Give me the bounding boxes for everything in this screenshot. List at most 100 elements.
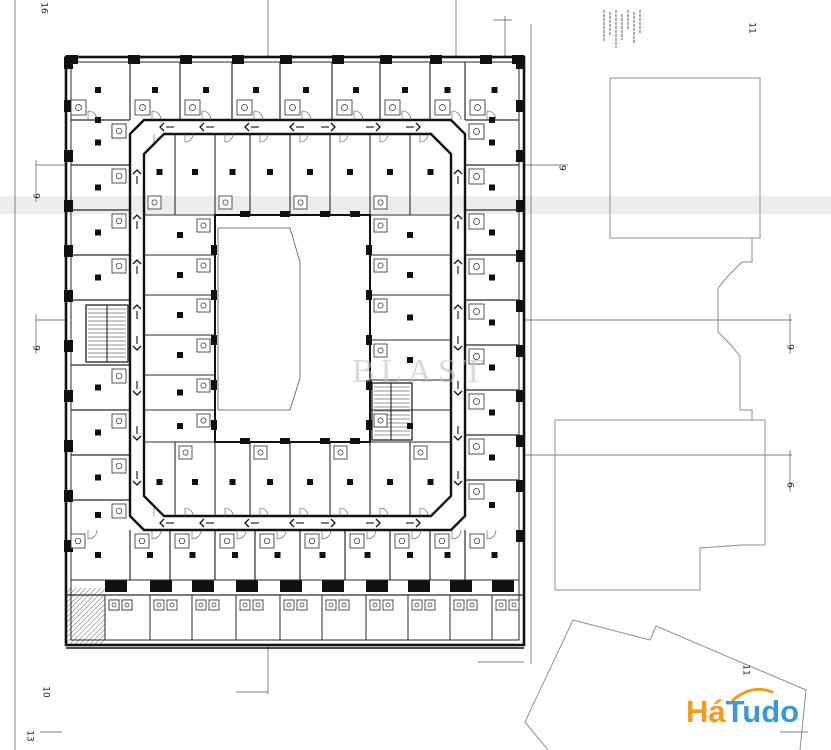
hatch-mark bbox=[65, 598, 106, 639]
toilet-fixture-icon bbox=[349, 533, 365, 549]
toilet-bowl-icon bbox=[115, 172, 123, 180]
corridor-arrow-icon bbox=[289, 518, 295, 528]
courtyard-pier bbox=[366, 290, 372, 300]
pilaster bbox=[128, 55, 140, 64]
door-swing bbox=[191, 529, 202, 540]
column-square-icon bbox=[407, 552, 413, 558]
column-square-icon bbox=[427, 169, 434, 175]
column-square-icon bbox=[267, 479, 273, 485]
toilet-fixture-icon bbox=[283, 599, 295, 611]
toilet-bowl-icon bbox=[115, 372, 123, 380]
pilaster bbox=[380, 55, 392, 64]
door-swing bbox=[451, 110, 462, 121]
toilet-fixture-icon bbox=[184, 99, 201, 116]
toilet-bowl-icon bbox=[377, 199, 384, 206]
adjacent-building-outline bbox=[524, 77, 807, 750]
toilet-bowl-icon bbox=[473, 263, 480, 270]
column-square-icon bbox=[189, 552, 196, 558]
column-square-icon bbox=[353, 87, 359, 93]
pilaster bbox=[516, 57, 525, 69]
bay-block bbox=[150, 580, 172, 592]
hatch-mark bbox=[65, 587, 92, 614]
toilet-fixture-icon bbox=[166, 599, 178, 611]
pilaster bbox=[64, 390, 73, 402]
door-swing bbox=[253, 110, 264, 121]
toilet-fixture-icon bbox=[468, 348, 485, 365]
column-square-icon bbox=[387, 479, 393, 485]
toilet-fixture-icon bbox=[373, 195, 388, 210]
toilet-fixture-icon bbox=[411, 599, 423, 611]
corridor-arrow-icon bbox=[453, 169, 463, 175]
bay-block bbox=[105, 580, 127, 592]
column-square-icon bbox=[347, 479, 353, 485]
door-swing bbox=[259, 133, 269, 143]
toilet-bowl-icon bbox=[417, 449, 424, 456]
toilet-fixture-icon bbox=[466, 599, 478, 611]
toilet-fixture-icon bbox=[121, 599, 133, 611]
toilet-bowl-icon bbox=[257, 449, 264, 456]
section-mark-label: 6 bbox=[785, 482, 795, 488]
hatch-mark bbox=[65, 587, 102, 624]
column-square-icon bbox=[489, 229, 495, 236]
column-square-icon bbox=[427, 479, 434, 485]
door-swing bbox=[184, 133, 194, 143]
column-square-icon bbox=[177, 272, 183, 278]
toilet-fixture-icon bbox=[111, 258, 127, 274]
toilet-fixture-icon bbox=[111, 458, 127, 474]
corridor-arrow-icon bbox=[132, 390, 142, 396]
corridor-arrow-icon bbox=[453, 304, 463, 310]
corridor-arrow-icon bbox=[453, 390, 463, 396]
corridor-outer-wall bbox=[128, 118, 467, 532]
toilet-bowl-icon bbox=[385, 602, 391, 608]
toilet-fixture-icon bbox=[252, 599, 264, 611]
corridor-arrow-icon bbox=[159, 122, 165, 132]
toilet-fixture-icon bbox=[373, 258, 388, 273]
column-square-icon bbox=[192, 479, 198, 485]
courtyard-pier bbox=[350, 438, 360, 444]
logo-text-part1: Há bbox=[686, 694, 726, 729]
toilet-bowl-icon bbox=[200, 262, 207, 269]
bay-block bbox=[492, 580, 514, 592]
toilet-fixture-icon bbox=[178, 445, 193, 460]
toilet-bowl-icon bbox=[297, 199, 304, 206]
corridor-arrow-icon bbox=[453, 435, 463, 441]
toilet-fixture-icon bbox=[208, 599, 220, 611]
column-square-icon bbox=[95, 274, 101, 281]
column-square-icon bbox=[95, 474, 101, 481]
corridor-arrow-icon bbox=[132, 169, 142, 175]
door-swing bbox=[224, 507, 234, 517]
corridor-arrow-icon bbox=[244, 122, 250, 132]
toilet-bowl-icon bbox=[439, 104, 446, 111]
toilet-fixture-icon bbox=[259, 533, 275, 549]
column-square-icon bbox=[177, 389, 183, 396]
toilet-bowl-icon bbox=[377, 347, 384, 354]
courtyard-pier bbox=[211, 290, 217, 300]
toilet-bowl-icon bbox=[74, 537, 82, 545]
toilet-fixture-icon bbox=[424, 599, 436, 611]
door-swing bbox=[419, 507, 429, 517]
door-swing bbox=[411, 529, 422, 540]
courtyard-pier bbox=[211, 335, 217, 345]
column-square-icon bbox=[95, 229, 101, 236]
column-square-icon bbox=[489, 502, 495, 508]
pilaster bbox=[64, 200, 73, 212]
toilet-bowl-icon bbox=[511, 602, 517, 608]
column-square-icon bbox=[203, 87, 209, 93]
toilet-fixture-icon bbox=[111, 413, 127, 429]
toilet-fixture-icon bbox=[134, 533, 150, 549]
toilet-bowl-icon bbox=[156, 602, 162, 608]
pilaster bbox=[64, 340, 73, 352]
hatch-mark bbox=[82, 623, 106, 647]
toilet-bowl-icon bbox=[474, 104, 481, 111]
toilet-fixture-icon bbox=[293, 195, 308, 210]
corridor-arrow-icon bbox=[132, 435, 142, 441]
toilet-fixture-icon bbox=[111, 503, 127, 519]
corridor-arrow-icon bbox=[132, 304, 142, 310]
column-square-icon bbox=[407, 423, 413, 429]
column-square-icon bbox=[177, 312, 183, 318]
toilet-bowl-icon bbox=[308, 537, 316, 545]
pilaster bbox=[516, 300, 525, 312]
toilet-fixture-icon bbox=[70, 533, 86, 549]
toilet-bowl-icon bbox=[398, 537, 406, 545]
